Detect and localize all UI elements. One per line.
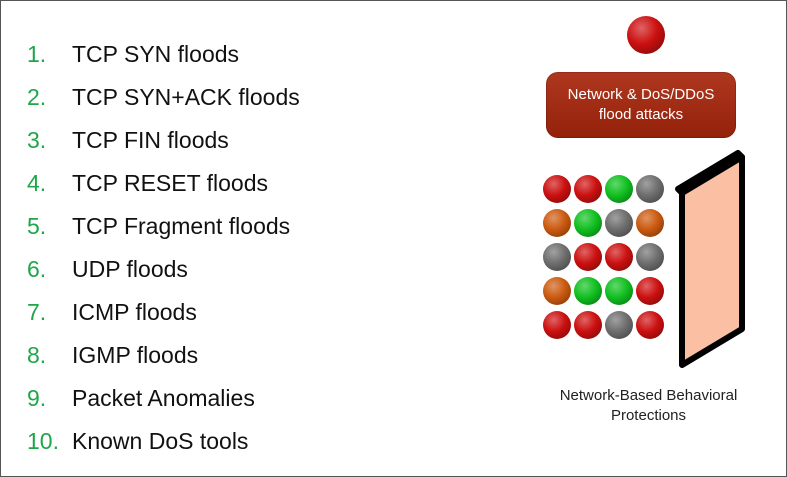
wall-face	[679, 154, 745, 368]
list-item-text: IGMP floods	[72, 342, 199, 368]
list-item-text: ICMP floods	[72, 299, 197, 325]
packet-dot-red	[636, 277, 664, 305]
packet-dot-red	[574, 175, 602, 203]
list-item-number: 9.	[27, 385, 47, 411]
list-item-number: 8.	[27, 342, 47, 368]
packet-dot-gray	[636, 243, 664, 271]
caption: Network-Based Behavioral Protections	[559, 387, 738, 424]
packet-dot-gray	[605, 311, 633, 339]
packet-dot-green	[574, 277, 602, 305]
flood-attacks-label: Network & DoS/DDoS flood attacks	[567, 86, 715, 123]
list-item-text: TCP RESET floods	[72, 170, 269, 196]
packet-dot-red	[636, 311, 664, 339]
packet-dot-orange	[543, 209, 571, 237]
list-item-text: TCP FIN floods	[72, 127, 229, 153]
packet-dot-red	[574, 243, 602, 271]
list-item-number: 6.	[27, 256, 47, 282]
list-item-number: 5.	[27, 213, 47, 239]
list-item-text: TCP SYN floods	[72, 41, 240, 67]
packet-dot-orange	[636, 209, 664, 237]
list-item-text: TCP Fragment floods	[72, 213, 291, 239]
list-item-number: 7.	[27, 299, 47, 325]
protection-wall	[675, 150, 745, 368]
list-item-text: Packet Anomalies	[72, 385, 255, 411]
list-item-text: TCP SYN+ACK floods	[72, 84, 300, 110]
packet-dot-green	[574, 209, 602, 237]
list-item-number: 10.	[27, 428, 59, 454]
packet-dot-red	[574, 311, 602, 339]
list-item-number: 2.	[27, 84, 47, 110]
packet-dot-red	[543, 311, 571, 339]
packet-dot-green	[605, 277, 633, 305]
packet-dot-green	[605, 175, 633, 203]
attack-source-dot	[627, 16, 665, 54]
packet-dot-gray	[543, 243, 571, 271]
packet-dot-gray	[636, 175, 664, 203]
list-item-number: 3.	[27, 127, 47, 153]
packet-dot-red	[605, 243, 633, 271]
flood-attacks-box: Network & DoS/DDoS flood attacks	[546, 72, 736, 138]
packet-dot-red	[543, 175, 571, 203]
list-item-text: UDP floods	[72, 256, 188, 282]
list-item-text: Known DoS tools	[72, 428, 249, 454]
packet-dot-orange	[543, 277, 571, 305]
list-item-number: 1.	[27, 41, 47, 67]
packet-dot-gray	[605, 209, 633, 237]
list-item-number: 4.	[27, 170, 47, 196]
